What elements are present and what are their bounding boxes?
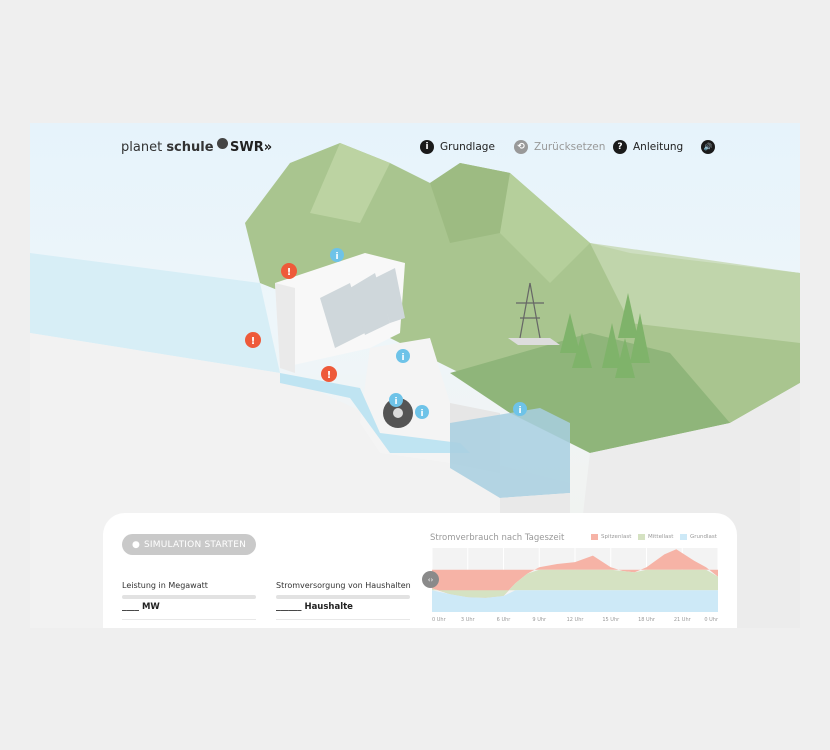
- info-icon: i: [420, 140, 434, 154]
- consumption-chart: 0 Uhr 3 Uhr 6 Uhr 9 Uhr 12 Uhr 15 Uhr 18 Uhr 21…: [431, 548, 719, 623]
- info-marker[interactable]: i: [396, 349, 410, 363]
- nav-anleitung[interactable]: ?Anleitung: [613, 137, 683, 157]
- svg-text:i: i: [401, 353, 404, 363]
- households-bar: [276, 595, 410, 599]
- x-tick-label: 0 Uhr: [704, 617, 719, 623]
- spitzenlast-area: [432, 549, 718, 598]
- chart-title: Stromverbrauch nach Tageszeit: [430, 533, 565, 543]
- power-bar: [122, 595, 256, 599]
- svg-text:i: i: [335, 252, 338, 262]
- warning-marker[interactable]: !: [245, 332, 261, 348]
- divider: [276, 619, 410, 620]
- info-marker[interactable]: i: [330, 248, 344, 262]
- time-slider-handle[interactable]: ‹›: [422, 571, 439, 588]
- control-panel: ●SIMULATION STARTEN Leistung in Megawatt…: [103, 513, 737, 628]
- households-label: Stromversorgung von Haushalten: [276, 581, 411, 590]
- x-tick-label: 12 Uhr: [567, 617, 585, 623]
- x-tick-label: 15 Uhr: [602, 617, 620, 623]
- help-icon: ?: [613, 140, 627, 154]
- svg-text:!: !: [287, 267, 292, 278]
- drop-icon: ●: [131, 539, 141, 550]
- swr-logo[interactable]: SWR»: [230, 139, 273, 155]
- x-tick-label: 9 Uhr: [532, 617, 547, 623]
- x-tick-label: 18 Uhr: [638, 617, 656, 623]
- x-tick-label: 0 Uhr: [432, 617, 447, 623]
- planet-schule-logo[interactable]: planet schule: [121, 137, 228, 157]
- x-tick-label: 3 Uhr: [461, 617, 476, 623]
- info-marker[interactable]: i: [513, 402, 527, 416]
- x-tick-label: 6 Uhr: [497, 617, 512, 623]
- svg-text:i: i: [394, 397, 397, 407]
- nav-zuruecksetzen[interactable]: ⟲Zurücksetzen: [514, 137, 605, 157]
- reset-icon: ⟲: [514, 140, 528, 154]
- grundlast-area: [432, 590, 718, 612]
- warning-marker[interactable]: !: [281, 263, 297, 279]
- legend-mittellast: Mittellast: [638, 534, 673, 540]
- info-marker[interactable]: i: [389, 393, 403, 407]
- x-tick-label: 21 Uhr: [674, 617, 692, 623]
- divider: [122, 619, 256, 620]
- svg-text:!: !: [327, 370, 332, 381]
- svg-text:!: !: [251, 336, 256, 347]
- svg-text:i: i: [420, 409, 423, 419]
- legend-spitzenlast: Spitzenlast: [591, 534, 631, 540]
- power-value: ____ MW: [122, 602, 160, 612]
- globe-icon: [216, 137, 228, 149]
- info-marker[interactable]: i: [415, 405, 429, 419]
- mittellast-area: [432, 569, 718, 598]
- sound-button[interactable]: 🔊: [701, 137, 715, 157]
- warning-marker[interactable]: !: [321, 366, 337, 382]
- svg-text:i: i: [518, 406, 521, 416]
- speaker-icon: 🔊: [701, 140, 715, 154]
- legend-grundlast: Grundlast: [680, 534, 717, 540]
- power-label: Leistung in Megawatt: [122, 581, 208, 590]
- simulation-start-button[interactable]: ●SIMULATION STARTEN: [122, 534, 256, 555]
- households-value: ______ Haushalte: [276, 602, 353, 612]
